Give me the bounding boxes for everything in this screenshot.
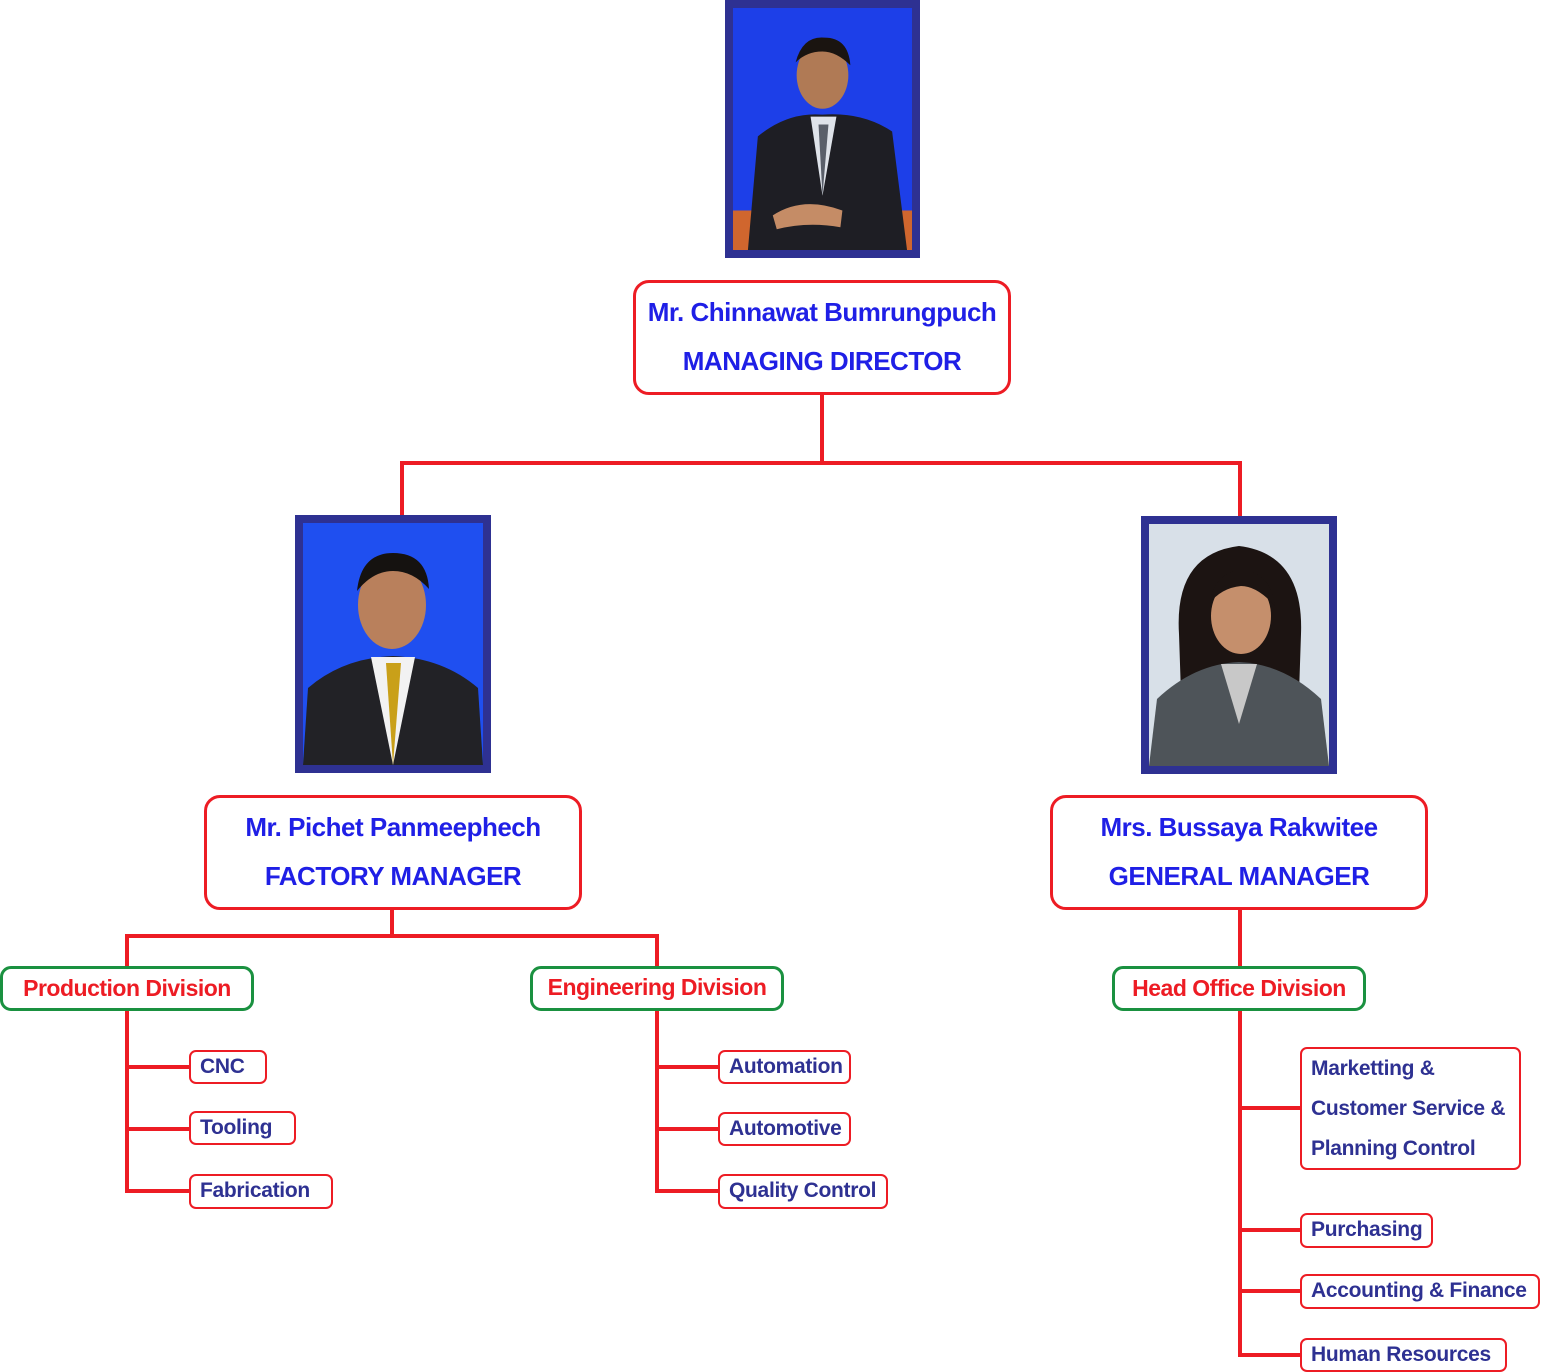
engineering-division: Engineering Division bbox=[530, 966, 784, 1011]
dept-marketing-customer-service-planning: Marketting & Customer Service & Planning… bbox=[1300, 1047, 1521, 1170]
head-office-division: Head Office Division bbox=[1112, 966, 1366, 1011]
dept-accounting-finance: Accounting & Finance bbox=[1300, 1274, 1540, 1309]
dept-marketing-line-1: Marketting & bbox=[1311, 1057, 1435, 1080]
dept-human-resources: Human Resources bbox=[1300, 1338, 1507, 1372]
factory-manager-photo bbox=[295, 515, 491, 773]
general-manager-card: Mrs. Bussaya Rakwitee GENERAL MANAGER bbox=[1050, 795, 1428, 910]
dept-tooling: Tooling bbox=[189, 1111, 296, 1145]
dept-cnc: CNC bbox=[189, 1050, 267, 1084]
dept-quality-control: Quality Control bbox=[718, 1174, 888, 1209]
dept-automation: Automation bbox=[718, 1050, 851, 1084]
factory-manager-title: FACTORY MANAGER bbox=[264, 861, 522, 891]
general-manager-name: Mrs. Bussaya Rakwitee bbox=[1100, 812, 1378, 842]
dept-automotive: Automotive bbox=[718, 1112, 851, 1146]
dept-marketing-line-3: Planning Control bbox=[1311, 1137, 1476, 1160]
managing-director-photo bbox=[725, 0, 920, 258]
general-manager-photo bbox=[1141, 516, 1337, 774]
dept-marketing-line-2: Customer Service & bbox=[1311, 1097, 1506, 1120]
managing-director-card: Mr. Chinnawat Bumrungpuch MANAGING DIREC… bbox=[633, 280, 1011, 395]
dept-purchasing: Purchasing bbox=[1300, 1213, 1433, 1248]
factory-manager-card: Mr. Pichet Panmeephech FACTORY MANAGER bbox=[204, 795, 582, 910]
dept-fabrication: Fabrication bbox=[189, 1174, 333, 1209]
managing-director-title: MANAGING DIRECTOR bbox=[682, 346, 962, 376]
general-manager-title: GENERAL MANAGER bbox=[1108, 861, 1370, 891]
managing-director-name: Mr. Chinnawat Bumrungpuch bbox=[647, 297, 997, 327]
factory-manager-name: Mr. Pichet Panmeephech bbox=[245, 812, 541, 842]
production-division: Production Division bbox=[0, 966, 254, 1011]
